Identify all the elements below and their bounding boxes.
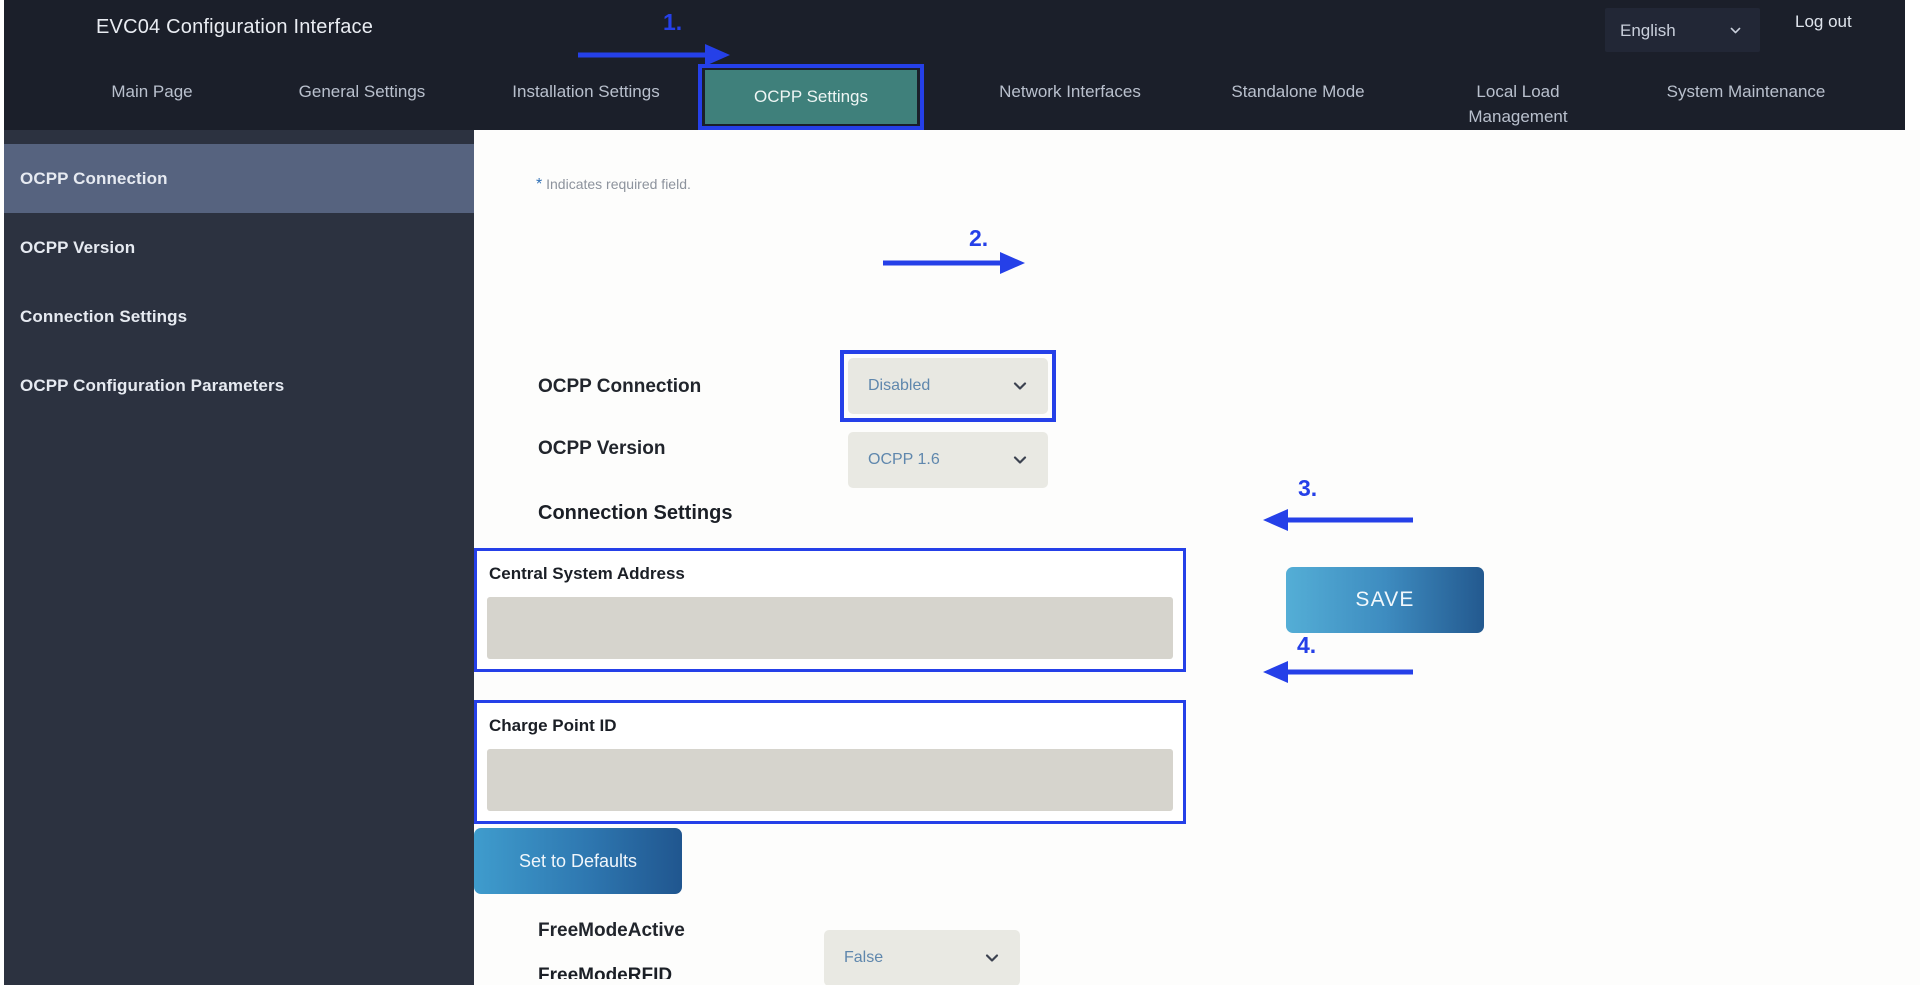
ocpp-connection-dropdown[interactable]: Disabled [848,358,1048,414]
ocpp-version-dropdown[interactable]: OCPP 1.6 [848,432,1048,488]
nav-bar: Main Page General Settings Installation … [4,60,1905,130]
sidebar-item-ocpp-version[interactable]: OCPP Version [20,237,136,257]
language-selector[interactable]: English [1605,8,1760,52]
ocpp-version-label: OCPP Version [538,438,666,459]
main-content: * Indicates required field. OCPP Connect… [474,130,1920,985]
tab-main-page[interactable]: Main Page [111,82,193,101]
central-system-address-label: Central System Address [489,564,685,583]
chevron-down-icon [984,950,1000,966]
tab-ocpp-settings[interactable]: OCPP Settings [705,70,917,124]
sidebar-item-ocpp-configuration-parameters[interactable]: OCPP Configuration Parameters [20,375,285,395]
sidebar-item-connection-settings[interactable]: Connection Settings [20,306,188,326]
central-system-address-annotated-box: Central System Address [474,548,1186,672]
chevron-down-icon [1012,452,1028,468]
required-field-note: * Indicates required field. [536,176,691,194]
tab-local-load-management[interactable]: Local Load Management [1468,82,1568,126]
central-system-address-input[interactable] [487,597,1173,659]
tab-system-maintenance[interactable]: System Maintenance [1666,82,1826,101]
tab-ocpp-settings-wrapper: OCPP Settings [698,64,924,130]
tab-general-settings[interactable]: General Settings [298,82,426,101]
required-star-icon: * [536,176,543,193]
tab-standalone-mode[interactable]: Standalone Mode [1231,82,1365,101]
charge-point-id-label: Charge Point ID [489,716,617,735]
save-button[interactable]: SAVE [1286,567,1484,633]
free-mode-rfid-label-clipped: FreeModeRFID [538,965,673,979]
tab-installation-settings[interactable]: Installation Settings [512,82,660,101]
free-mode-active-value: False [844,949,884,966]
sidebar-item-ocpp-connection[interactable]: OCPP Connection [4,144,474,213]
sidebar: OCPP Connection OCPP Version Connection … [4,130,474,985]
free-mode-active-label: FreeModeActive [538,920,685,941]
ocpp-version-value: OCPP 1.6 [868,451,940,468]
chevron-down-icon [1729,24,1742,37]
ocpp-connection-label: OCPP Connection [538,376,702,397]
language-label: English [1620,21,1676,40]
nav-tabs: Main Page General Settings Installation … [4,60,1905,130]
tab-network-interfaces[interactable]: Network Interfaces [999,82,1141,101]
charge-point-id-annotated-box: Charge Point ID [474,700,1186,824]
app-title: EVC04 Configuration Interface [96,16,374,38]
required-note-text: Indicates required field. [546,176,691,192]
charge-point-id-input[interactable] [487,749,1173,811]
ocpp-connection-value: Disabled [868,377,931,394]
set-to-defaults-button[interactable]: Set to Defaults [474,828,682,894]
logout-button[interactable]: Log out [1795,12,1852,31]
connection-settings-heading: Connection Settings [538,502,733,524]
top-bar: EVC04 Configuration Interface English Lo… [4,0,1905,60]
free-mode-active-dropdown[interactable]: False [824,930,1020,985]
chevron-down-icon [1012,378,1028,394]
